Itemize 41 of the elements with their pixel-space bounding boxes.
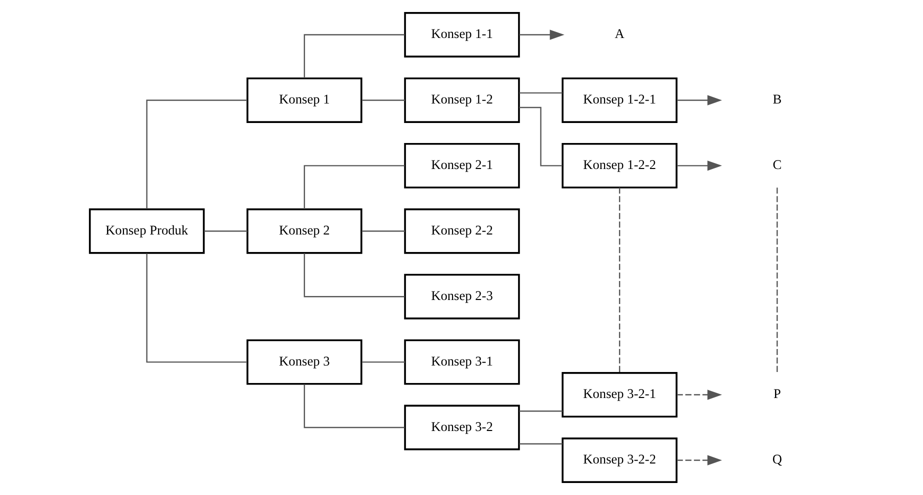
node-box: Konsep 3-2-2 [561, 438, 677, 483]
node-box: Konsep 3-1 [404, 339, 520, 385]
arrow [518, 30, 564, 40]
arrow [676, 390, 722, 400]
connector [618, 188, 620, 373]
node-text: P [772, 386, 780, 402]
connector [303, 34, 404, 78]
node-box: Konsep 2-3 [404, 274, 520, 320]
connector [518, 106, 562, 166]
connector [518, 443, 562, 444]
node-text: Q [772, 452, 782, 467]
node-box: Konsep 3-2-1 [561, 372, 677, 418]
connector [146, 100, 247, 209]
connector [303, 384, 404, 428]
arrow [676, 160, 722, 171]
node-box: Konsep 3 [246, 339, 362, 385]
connector [303, 253, 404, 298]
arrow [676, 95, 722, 106]
arrow [676, 455, 722, 466]
node-box: Konsep 1 [246, 77, 362, 123]
connector [146, 253, 247, 363]
connector [518, 92, 562, 94]
connector [518, 410, 562, 412]
connector [204, 230, 247, 232]
node-text: A [614, 26, 624, 42]
node-box: Konsep 3-2 [404, 404, 520, 450]
node-box: Konsep 1-1 [404, 12, 520, 58]
connector [776, 188, 778, 373]
node-text: B [772, 92, 782, 107]
node-box: Konsep 2-1 [404, 142, 520, 188]
node-box: Konsep 2 [246, 208, 362, 254]
connector [303, 165, 404, 209]
node-box: Konsep 2-2 [404, 208, 520, 254]
node-box: Konsep 1-2-2 [561, 142, 677, 188]
connector [361, 361, 404, 363]
node-text: C [772, 157, 782, 172]
node-box: Konsep 1-2 [404, 77, 520, 123]
node-box: Konsep 1-2-1 [561, 77, 677, 123]
connector [361, 100, 404, 101]
connector [361, 230, 404, 232]
node-box: Konsep Produk [88, 208, 204, 254]
